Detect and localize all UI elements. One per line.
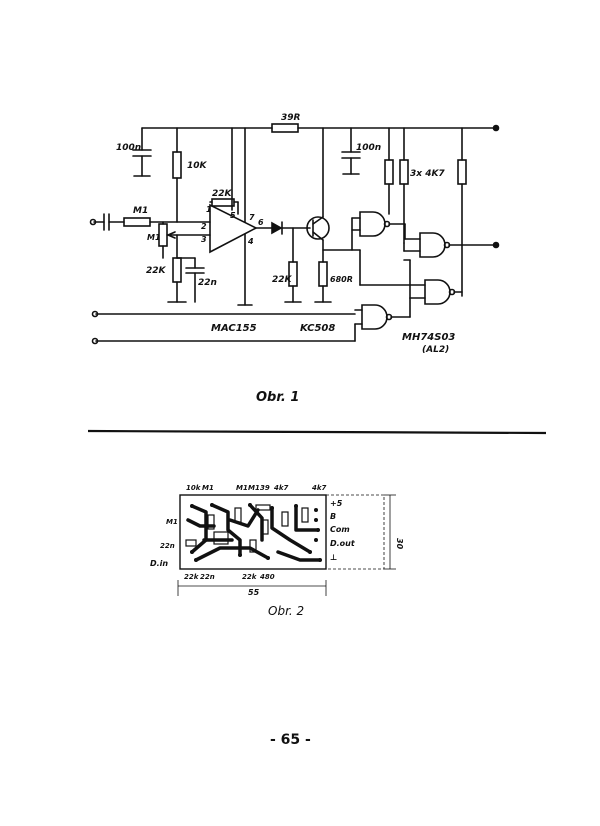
pcb-label-top-5: 4k7 (274, 484, 289, 492)
label-680r: 680R (330, 275, 353, 284)
label-pin-4: 4 (247, 237, 254, 246)
pcb-label-bottom-3: 480 (260, 573, 275, 581)
pcb-label-bottom-1: 22n (200, 573, 215, 581)
resistor-22k-low (172, 257, 182, 283)
pcb-label-bottom-2: 22k (242, 573, 258, 581)
label-pin-2: 2 (201, 222, 207, 231)
opamp-symbol (209, 203, 258, 254)
label-22k-emitter: 22K (272, 275, 293, 285)
label-mac155: MAC155 (211, 323, 257, 334)
pcb-label-right-1: B (330, 512, 336, 521)
label-pin-7: 7 (249, 213, 255, 222)
separator-line (87, 429, 547, 435)
label-39r: 39R (281, 113, 301, 123)
pcb-label-top-1: M1 (202, 484, 214, 492)
pcb-label-right-3: D.out (330, 539, 356, 548)
label-kc508: KC508 (300, 323, 335, 334)
label-pin-3: 3 (201, 235, 207, 244)
resistor-10k (172, 151, 182, 179)
pcb-label-top-0: 10k (186, 484, 202, 492)
label-pin-1: 1 (206, 205, 212, 214)
nand-gate-2 (419, 232, 446, 258)
pcb-label-top-3: M1 (248, 484, 260, 492)
label-pin-6: 6 (258, 218, 264, 227)
nand-gate-1 (359, 211, 386, 237)
resistor-680r (318, 261, 328, 287)
pcb-label-top-4: 39 (260, 484, 270, 492)
resistor-39r (271, 123, 299, 133)
pcb-dim-width: 55 (248, 588, 260, 597)
pcb-label-bottom-0: 22k (184, 573, 200, 581)
pcb-layout (177, 494, 396, 596)
label-22k-feedback: 22K (212, 189, 233, 199)
label-al2: (AL2) (422, 345, 449, 355)
label-m1: M1 (133, 206, 148, 216)
pcb-label-left-0: M1 (166, 518, 178, 526)
resistor-m1 (123, 217, 151, 227)
label-pin-5: 5 (230, 211, 236, 220)
label-mh74s03: MH74S03 (402, 332, 455, 343)
pcb-label-right-0: +5 (330, 499, 343, 508)
transistor-symbol (306, 216, 330, 240)
figure-caption-2: Obr. 2 (268, 604, 305, 618)
pcb-label-left-1: 22n (160, 542, 175, 550)
label-pot-m1: M1 (147, 233, 161, 242)
label-100n-left: 100n (116, 143, 141, 153)
pcb-label-right-2: Com (330, 525, 350, 534)
nand-gate-3 (424, 279, 451, 305)
label-10k: 10K (187, 161, 208, 171)
pcb-dim-height: 30 (395, 538, 404, 550)
resistor-22k-feedback (211, 198, 235, 207)
label-3x4k7: 3x 4K7 (410, 169, 445, 179)
figure-caption-1: Obr. 1 (256, 390, 300, 405)
label-22n: 22n (198, 278, 217, 288)
nand-gate-4 (361, 304, 388, 330)
page-number: - 65 - (270, 732, 311, 748)
label-22k-low: 22K (146, 266, 167, 276)
pcb-label-left-2: D.in (150, 559, 168, 568)
pcb-label-right-4: ⊥ (330, 553, 337, 562)
label-100n-right: 100n (356, 143, 381, 153)
pcb-label-top-2: M1 (236, 484, 248, 492)
pcb-label-top-6: 4k7 (312, 484, 327, 492)
